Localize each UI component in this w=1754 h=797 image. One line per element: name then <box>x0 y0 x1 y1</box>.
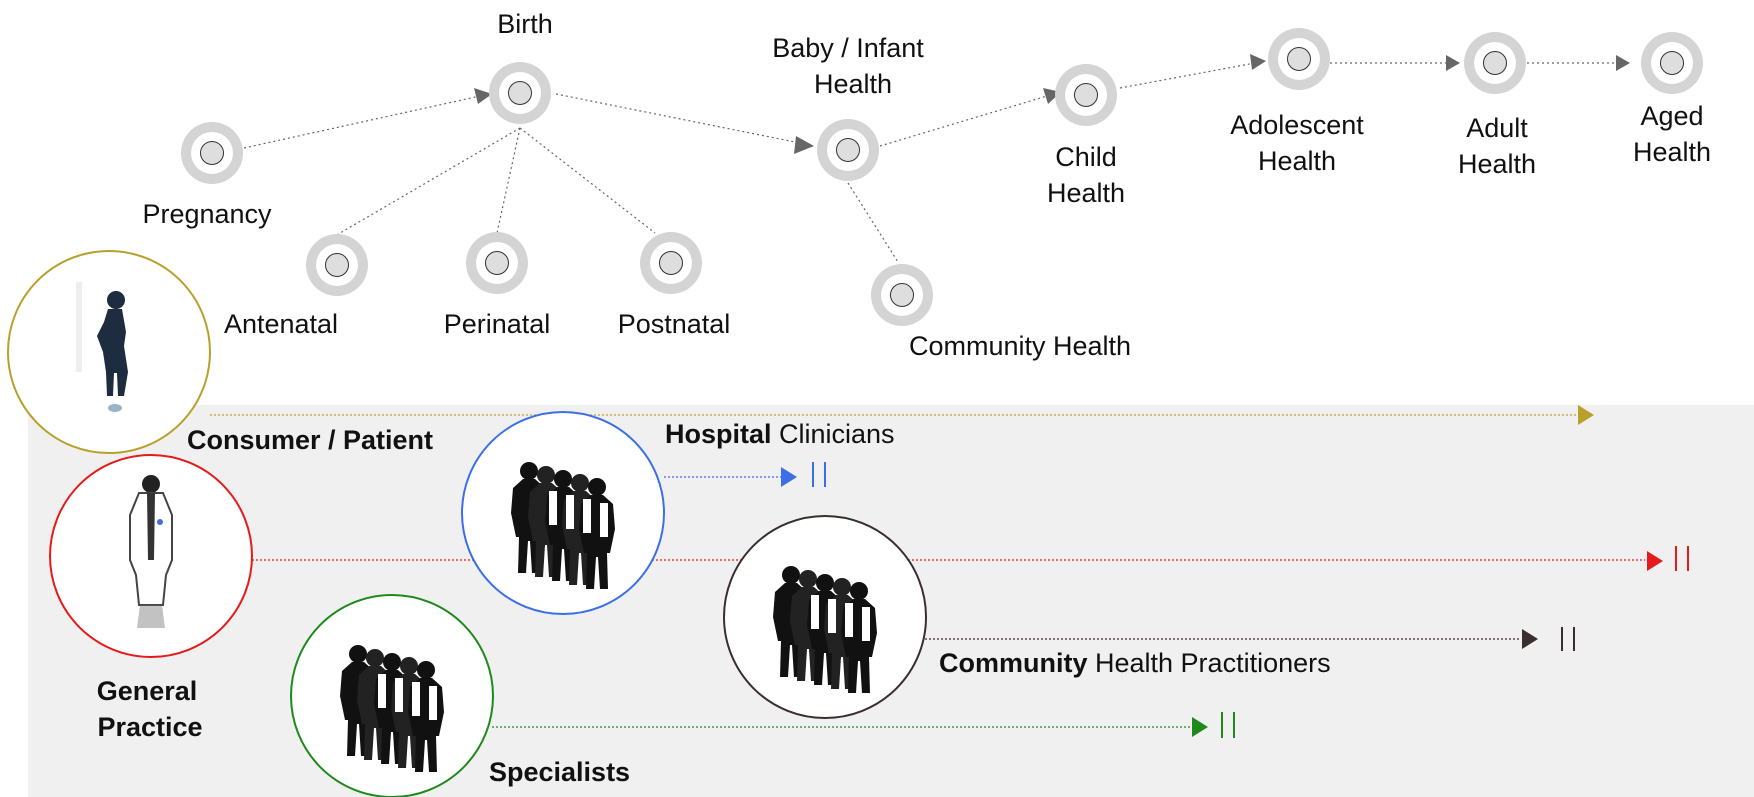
lifecycle-arrowheads <box>474 54 1630 154</box>
gp-avatar <box>49 454 253 658</box>
consumer-avatar <box>7 250 211 454</box>
label-community-rest: Health Practitioners <box>1088 648 1331 678</box>
gp-stop-icon <box>1675 546 1689 571</box>
label-aged-line1: Aged <box>1640 101 1703 131</box>
label-perinatal: Perinatal <box>444 309 551 339</box>
node-pregnancy <box>180 121 244 185</box>
label-consumer-patient: Consumer / Patient <box>187 425 433 455</box>
label-baby-line2: Health <box>814 69 892 99</box>
doctor-silhouette-icon <box>129 475 173 628</box>
label-specialists: Specialists <box>489 757 630 787</box>
actor-arrowheads <box>781 405 1663 737</box>
label-aged-line2: Health <box>1633 137 1711 167</box>
node-postnatal <box>639 231 703 295</box>
label-hospital-clinicians: Hospital Clinicians <box>665 419 895 449</box>
label-child-line1: Child <box>1055 142 1117 172</box>
node-antenatal <box>305 233 369 297</box>
label-adult-line1: Adult <box>1466 113 1528 143</box>
label-gp-line2: Practice <box>97 712 202 742</box>
hospital-stop-icon <box>812 462 826 487</box>
label-gp-line1: General <box>97 676 198 706</box>
hospital-avatar <box>461 411 665 615</box>
label-pregnancy: Pregnancy <box>142 199 272 229</box>
node-adult <box>1463 31 1527 95</box>
node-community-health <box>870 263 934 327</box>
lifecycle-connectors <box>243 62 1618 263</box>
label-postnatal: Postnatal <box>618 309 731 339</box>
node-adolescent <box>1267 27 1331 91</box>
node-baby-infant <box>816 118 880 182</box>
community-avatar <box>723 515 927 719</box>
label-antenatal: Antenatal <box>224 309 338 339</box>
pregnant-woman-silhouette-icon <box>97 291 128 412</box>
community-stop-icon <box>1561 627 1575 651</box>
label-baby-line1: Baby / Infant <box>772 33 924 63</box>
specialists-avatar <box>290 594 494 797</box>
node-birth <box>488 61 552 125</box>
label-child-line2: Health <box>1047 178 1125 208</box>
label-community-practitioners: Community Health Practitioners <box>939 648 1331 678</box>
label-adolescent-line2: Health <box>1258 146 1336 176</box>
label-birth: Birth <box>497 9 553 39</box>
node-child <box>1054 63 1118 127</box>
label-community-bold: Community <box>939 648 1088 678</box>
label-adolescent-line1: Adolescent <box>1230 110 1364 140</box>
label-hospital-bold: Hospital <box>665 419 772 449</box>
label-community-health: Community Health <box>909 331 1131 361</box>
label-adult-line2: Health <box>1458 149 1536 179</box>
node-aged <box>1640 31 1704 95</box>
specialists-stop-icon <box>1221 712 1235 738</box>
label-hospital-rest: Clinicians <box>772 419 895 449</box>
node-perinatal <box>465 231 529 295</box>
pause-bars-icons <box>812 462 1689 738</box>
